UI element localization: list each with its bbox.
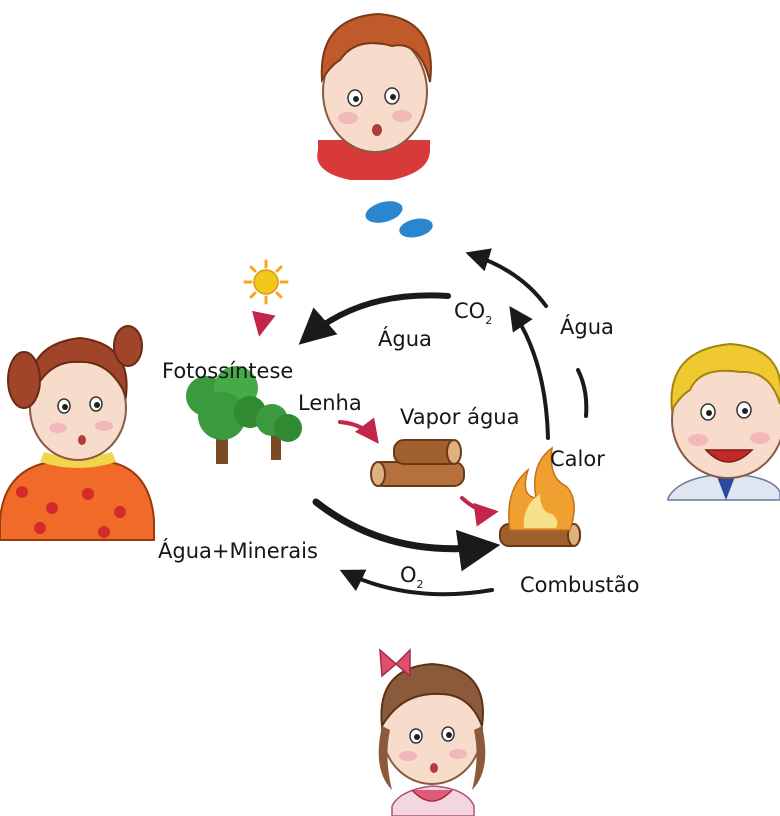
label-vapor-agua: Vapor água (400, 405, 519, 429)
label-lenha: Lenha (298, 391, 362, 415)
label-o2: O2 (400, 563, 424, 591)
cloud-icon (363, 197, 434, 240)
sun-icon (245, 261, 287, 303)
red-arrow-lenha (340, 422, 376, 440)
label-co2: CO2 (454, 299, 492, 327)
boy-redhead-icon (317, 14, 431, 180)
label-o2-subscript: 2 (417, 578, 424, 591)
girl-pigtails-icon (0, 326, 154, 540)
label-fotossintese: Fotossíntese (162, 359, 293, 383)
label-co2-subscript: 2 (485, 314, 492, 327)
logs-icon (371, 440, 464, 486)
label-combustao: Combustão (520, 573, 640, 597)
arrow-calor (578, 370, 586, 416)
red-arrow-sun (256, 314, 261, 332)
boy-blond-icon (668, 344, 780, 500)
girl-bow-icon (379, 650, 486, 816)
label-agua-top: Água (378, 326, 432, 351)
label-agua-right: Água (560, 314, 614, 339)
arrow-trees-to-fire (316, 502, 492, 549)
red-arrow-logs-fire (462, 498, 494, 512)
label-agua-minerais: Água+Minerais (158, 538, 318, 563)
label-calor: Calor (550, 447, 605, 471)
